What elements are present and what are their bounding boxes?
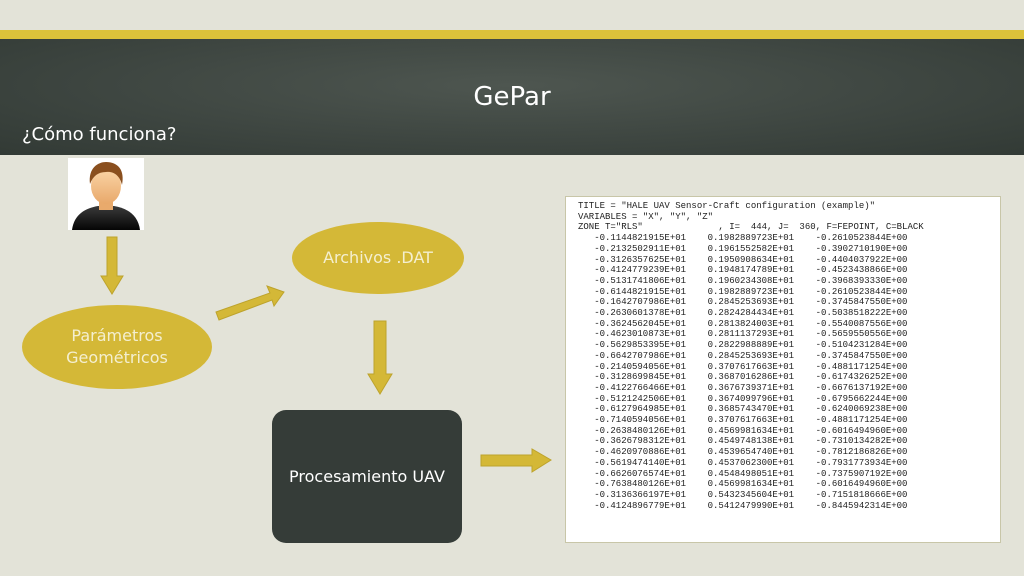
node-archivos-label: Archivos .DAT (323, 248, 433, 267)
arrow-down-avatar-icon (100, 236, 124, 295)
node-parametros-label: Parámetros Geométricos (66, 326, 168, 367)
title-banner (0, 39, 1024, 155)
node-procesamiento-uav: Procesamiento UAV (272, 410, 462, 543)
arrow-right-icon (480, 448, 552, 473)
slide-subtitle: ¿Cómo funciona? (22, 124, 177, 145)
slide-title: GePar (473, 82, 551, 112)
dat-file-preview: TITLE = "HALE UAV Sensor-Craft configura… (565, 196, 1001, 543)
arrow-diagonal-icon (215, 285, 285, 321)
node-parametros-geometricos: Parámetros Geométricos (22, 305, 212, 389)
top-accent-band (0, 30, 1024, 39)
node-archivos-dat: Archivos .DAT (292, 222, 464, 294)
node-procesamiento-label: Procesamiento UAV (289, 467, 445, 486)
user-avatar-icon (68, 158, 144, 230)
arrow-down-archivos-icon (367, 320, 393, 395)
dat-file-content: TITLE = "HALE UAV Sensor-Craft configura… (578, 201, 924, 511)
